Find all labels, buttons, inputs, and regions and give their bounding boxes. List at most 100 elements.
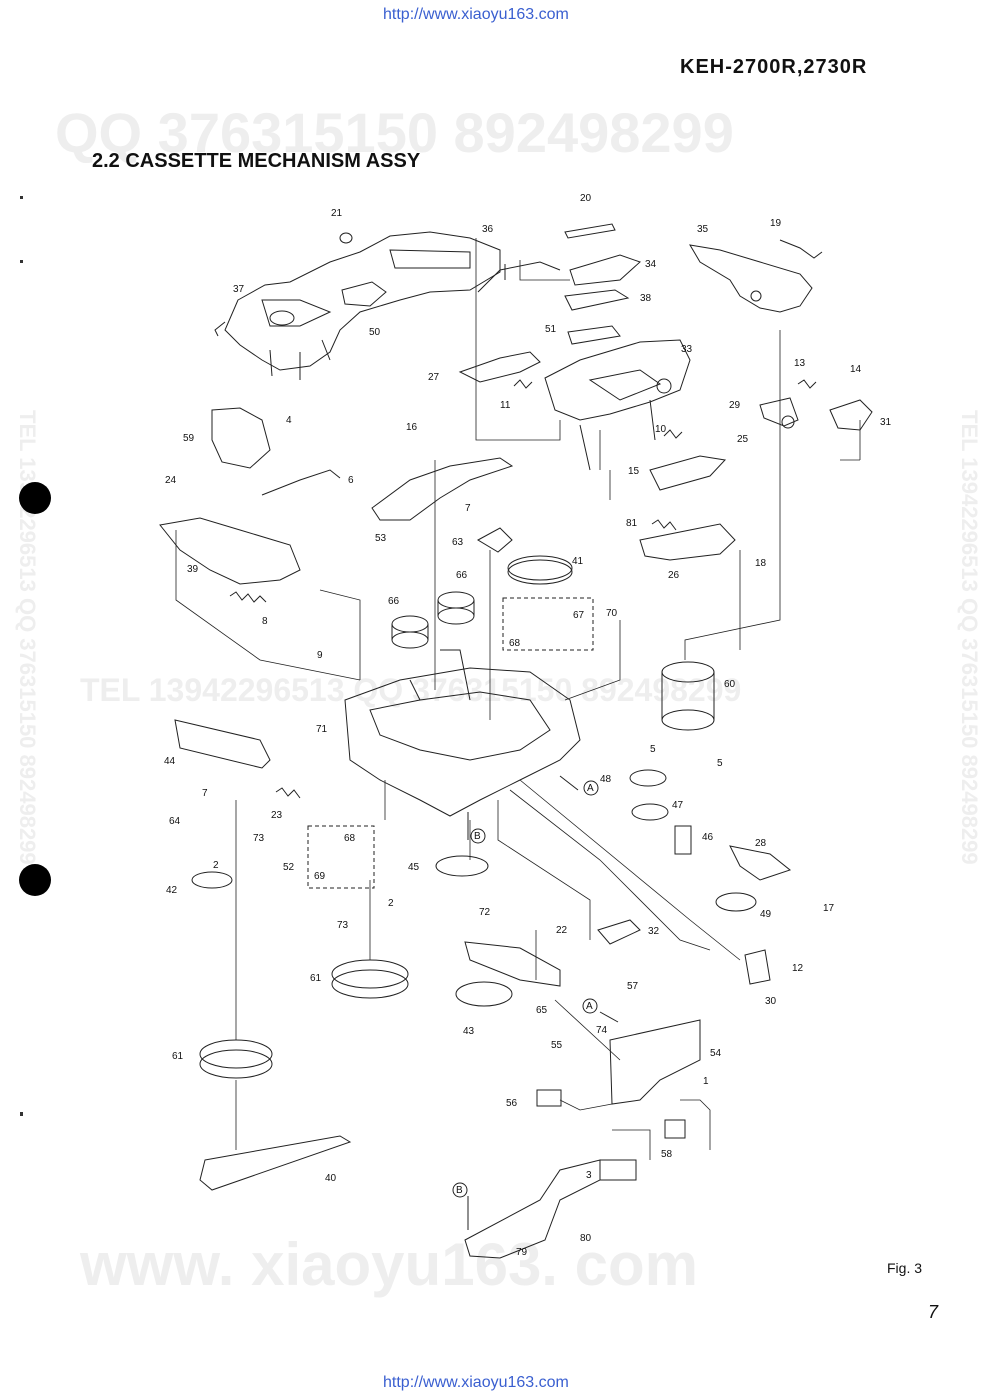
spring-part — [229, 591, 267, 603]
subassembly-box — [307, 825, 375, 889]
bracket-part — [211, 407, 271, 469]
bottom-url[interactable]: http://www.xiaoyu163.com — [383, 1374, 569, 1391]
part-label: 81 — [626, 518, 638, 529]
part-label: 45 — [408, 862, 420, 873]
part-label: 61 — [172, 1051, 184, 1062]
part-label: 55 — [551, 1040, 563, 1051]
pulley-part — [715, 892, 757, 912]
part-label: 26 — [668, 570, 680, 581]
part-label: 16 — [406, 422, 418, 433]
part-label: 46 — [702, 832, 714, 843]
spring-part — [513, 379, 533, 389]
bracket-part — [476, 527, 513, 553]
part-label: 64 — [169, 816, 181, 827]
lever-part — [649, 455, 727, 491]
part-label: 7 — [465, 503, 471, 514]
part-label: 57 — [627, 981, 639, 992]
part-label: 4 — [286, 415, 292, 426]
part-label: 7 — [202, 788, 208, 799]
margin-mark — [20, 260, 23, 263]
loading-bracket-part — [214, 231, 501, 380]
part-label: 25 — [737, 434, 749, 445]
bracket-part — [744, 949, 771, 985]
spring-part — [663, 429, 683, 439]
connector-part — [599, 1159, 637, 1181]
part-label: 29 — [729, 400, 741, 411]
watermark-www: www. xiaoyu163. com — [80, 1231, 699, 1298]
part-label: 22 — [556, 925, 568, 936]
part-label: 20 — [580, 193, 592, 204]
part-label: 18 — [755, 558, 767, 569]
part-label: 38 — [640, 293, 652, 304]
part-label: 27 — [428, 372, 440, 383]
gear-part — [507, 559, 573, 585]
section-title: 2.2 CASSETTE MECHANISM ASSY — [92, 150, 421, 172]
part-label: 37 — [233, 284, 245, 295]
part-label: 66 — [388, 596, 400, 607]
part-label: 21 — [331, 208, 343, 219]
part-label: 74 — [596, 1025, 608, 1036]
spring-part — [797, 379, 817, 389]
ref-label: A — [587, 783, 594, 794]
part-label: 52 — [283, 862, 295, 873]
part-label: 68 — [344, 833, 356, 844]
ref-circle — [452, 1182, 468, 1198]
part-label: 79 — [516, 1247, 528, 1258]
part-label: 24 — [165, 475, 177, 486]
gear-part — [674, 825, 692, 855]
part-label: 72 — [479, 907, 491, 918]
part-label: 70 — [606, 608, 618, 619]
part-label: 33 — [681, 344, 693, 355]
lever-part — [689, 239, 823, 313]
part-label: 39 — [187, 564, 199, 575]
part-label: 3 — [586, 1170, 592, 1181]
ref-circle — [582, 998, 598, 1014]
part-label: 73 — [253, 833, 265, 844]
ref-label: B — [456, 1185, 463, 1196]
part-label: 12 — [792, 963, 804, 974]
ref-circle — [470, 828, 486, 844]
margin-mark — [20, 196, 23, 199]
bottom-plate-part — [464, 1159, 601, 1259]
part-label: 44 — [164, 756, 176, 767]
watermark-qq: QQ 376315150 892498299 — [55, 101, 734, 164]
reel-part — [435, 855, 489, 877]
part-label: 61 — [310, 973, 322, 984]
part-label: 58 — [661, 1149, 673, 1160]
margin-mark — [20, 1112, 23, 1116]
side-plate-part — [159, 517, 301, 585]
part-label: 71 — [316, 724, 328, 735]
part-label: 32 — [648, 926, 660, 937]
top-url[interactable]: http://www.xiaoyu163.com — [383, 6, 569, 23]
part-label: 9 — [317, 650, 323, 661]
page-number: 7 — [928, 1302, 939, 1322]
part-label: 1 — [703, 1076, 709, 1087]
part-label: 2 — [213, 860, 219, 871]
part-label: 5 — [717, 758, 723, 769]
part-label: 10 — [655, 424, 667, 435]
part-label: 42 — [166, 885, 178, 896]
pcb-part — [609, 1019, 701, 1105]
switch-lever-part — [759, 397, 873, 431]
gear-part — [437, 591, 475, 609]
part-label: 13 — [794, 358, 806, 369]
swing-lever-part — [371, 457, 514, 521]
main-frame-part — [544, 339, 691, 471]
part-label: 34 — [645, 259, 657, 270]
ref-arrow — [599, 1011, 619, 1023]
spring-part — [275, 787, 301, 799]
part-label: 8 — [262, 616, 268, 627]
part-label: 56 — [506, 1098, 518, 1109]
part-label: 73 — [337, 920, 349, 931]
part-label: 54 — [710, 1048, 722, 1059]
subassembly-box — [502, 597, 594, 651]
binding-hole — [19, 864, 51, 896]
ref-label: B — [474, 831, 481, 842]
alignment-lines — [175, 238, 861, 1160]
arm-part — [464, 941, 561, 987]
part-labels: 1 2 2 3 4 5 5 6 7 7 8 9 10 11 12 13 14 1… — [164, 193, 892, 1258]
spring-part — [261, 469, 341, 496]
belt-part — [199, 1135, 352, 1191]
part-label: 69 — [314, 871, 326, 882]
lever-part — [729, 845, 792, 881]
